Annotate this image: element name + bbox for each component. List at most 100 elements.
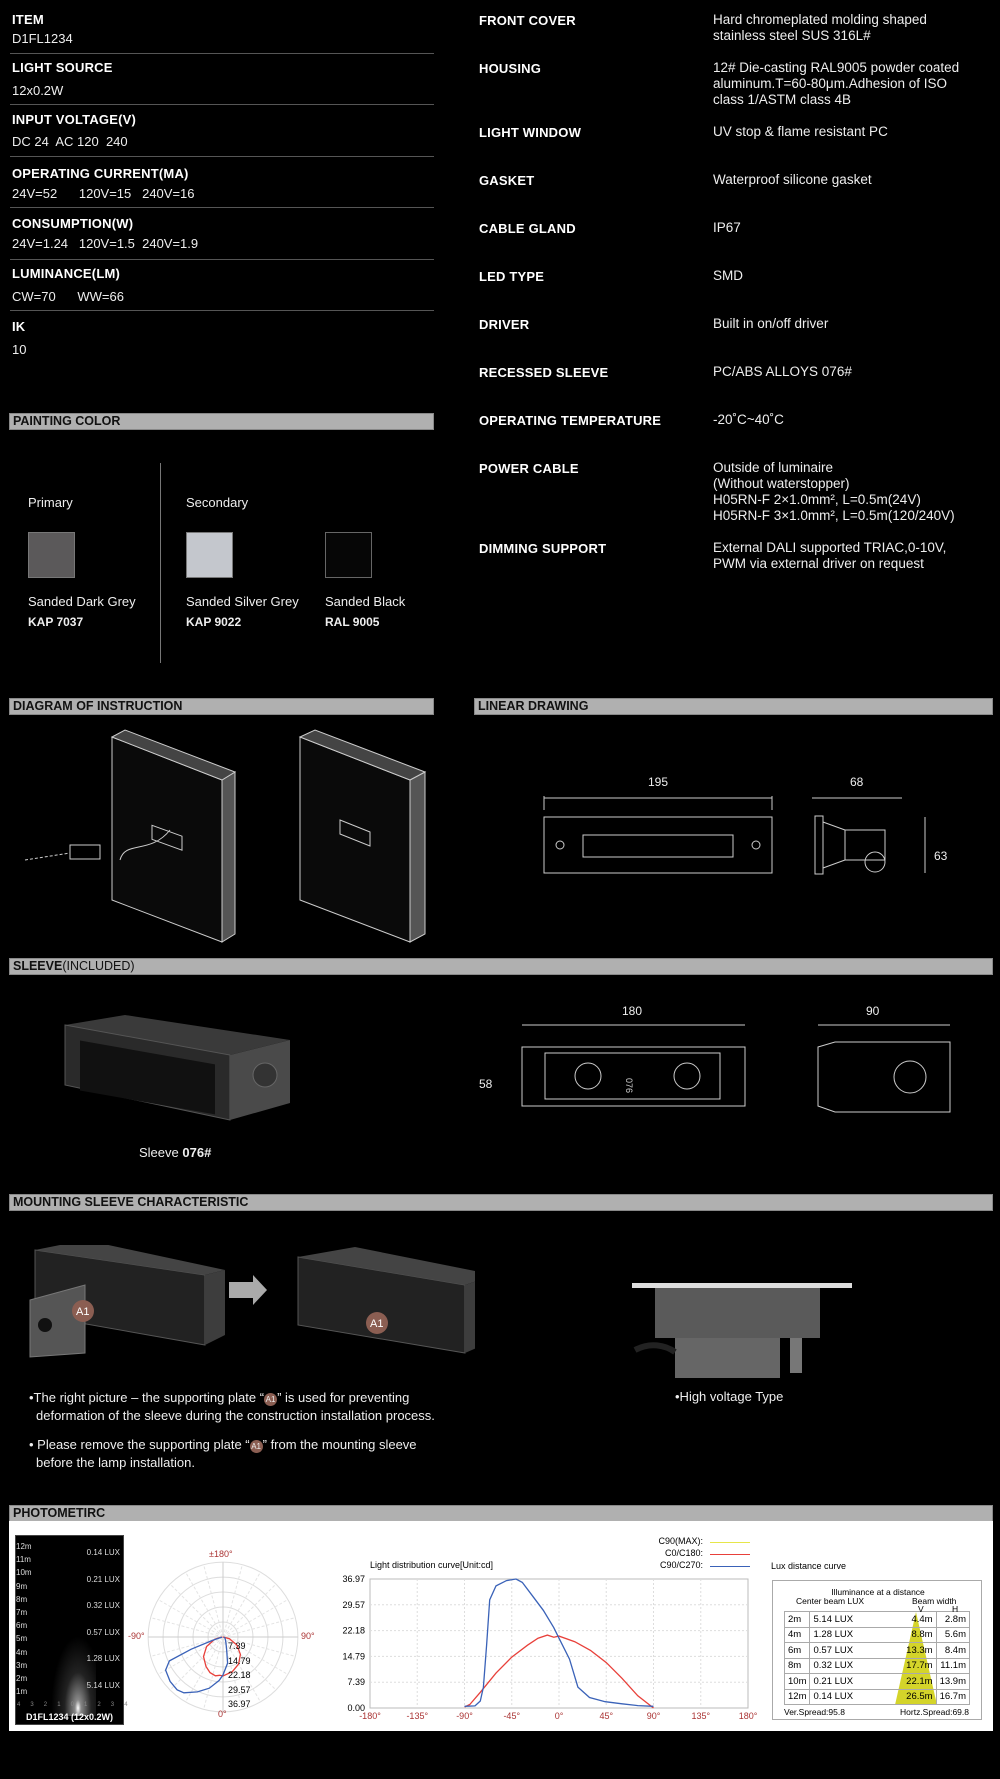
spec-label: ITEM — [12, 12, 44, 27]
legend-label: C90/C270: — [659, 1560, 703, 1570]
lux-cell: 16.7m — [935, 1688, 971, 1705]
spec-label: DIMMING SUPPORT — [479, 541, 607, 556]
caption-code: 076# — [182, 1145, 212, 1160]
spec-label: IK — [12, 319, 26, 334]
series-c90-c270 — [464, 1578, 654, 1707]
color-swatch-silver-grey — [186, 532, 233, 578]
badge-a1: A1 — [264, 1393, 278, 1406]
lux-cell: 22.1m — [903, 1673, 937, 1690]
lux-cell — [867, 1626, 904, 1643]
dim-length: 195 — [648, 775, 669, 789]
distance-label: 4m — [16, 1647, 28, 1657]
x-tick: 2 — [43, 1702, 48, 1708]
secondary-label: Secondary — [186, 495, 249, 510]
x-tick: 2 — [97, 1702, 101, 1708]
lux-label: 5.14 LUX — [86, 1680, 120, 1690]
badge-a1: A1 — [370, 1318, 383, 1330]
hor-spread: Hortz.Spread:69.8 — [900, 1707, 969, 1717]
polar-spoke — [203, 1564, 224, 1638]
badge-a1: A1 — [249, 1440, 263, 1453]
section-linear-drawing: LINEAR DRAWING — [474, 698, 993, 715]
sleeve-dim-height: 58 — [479, 1077, 493, 1091]
lux-cell: 13.9m — [935, 1673, 971, 1690]
legend-label: C90(MAX): — [658, 1536, 703, 1546]
color-swatch-dark-grey — [28, 532, 75, 578]
distance-label: 7m — [16, 1608, 28, 1617]
beam-width-label: Beam width — [912, 1596, 957, 1606]
lux-cell: 6m — [783, 1642, 811, 1659]
distance-label: 11m — [16, 1555, 31, 1565]
spec-label: LIGHT SOURCE — [12, 60, 113, 75]
spec-value: Hard chromeplated molding shaped stainle… — [713, 12, 927, 43]
y-tick-label: 14.79 — [342, 1651, 365, 1661]
divider — [160, 463, 161, 663]
spec-value: 10 — [12, 342, 27, 357]
spec-label: OPERATING CURRENT(MA) — [12, 166, 189, 181]
polar-spoke — [185, 1571, 224, 1638]
spec-label: POWER CABLE — [479, 461, 579, 476]
spec-value: Outside of luminaire (Without waterstopp… — [713, 460, 955, 523]
section-title: PAINTING COLOR — [13, 414, 121, 428]
y-tick-label: 29.57 — [342, 1600, 365, 1610]
spec-label: LUMINANCE(LM) — [12, 266, 121, 281]
mounting-note-1: •The right picture – the supporting plat… — [29, 1389, 435, 1425]
spec-label: LED TYPE — [479, 269, 545, 284]
sleeve-dim-depth: 90 — [866, 1004, 880, 1018]
mounting-note-2: • Please remove the supporting plate “A1… — [29, 1436, 417, 1472]
polar-spoke — [169, 1636, 224, 1691]
polar-left-label: -90° — [128, 1631, 145, 1641]
ring-label: 29.57 — [228, 1684, 251, 1695]
mounting-sleeve-photos: A1 A1 — [29, 1245, 475, 1358]
polar-spoke — [150, 1617, 224, 1638]
section-subtitle: (INCLUDED) — [62, 959, 135, 973]
section-title: DIAGRAM OF INSTRUCTION — [13, 699, 183, 713]
spec-value: 12# Die-casting RAL9005 powder coated al… — [713, 60, 960, 107]
polar-chart — [147, 1561, 299, 1713]
legend-swatch — [710, 1566, 750, 1567]
line-chart-title: Light distribution curve[Unit:cd] — [370, 1560, 494, 1570]
lux-label: 0.21 LUX — [86, 1574, 120, 1584]
ring-label: 7.39 — [228, 1641, 246, 1651]
sleeve-drawing: 076 — [521, 1024, 951, 1113]
spec-label: FRONT COVER — [479, 13, 576, 28]
lux-label: 0.57 LUX — [86, 1627, 120, 1637]
ver-spread: Ver.Spread:95.8 — [784, 1707, 845, 1717]
legend-swatch — [710, 1554, 750, 1555]
lux-curve-title: Lux distance curve — [771, 1561, 847, 1571]
spec-value: 24V=52 120V=15 240V=16 — [12, 186, 195, 201]
ring-label: 14.79 — [228, 1655, 251, 1666]
legend-label: C0/C180: — [664, 1548, 703, 1558]
polar-spoke — [222, 1583, 277, 1638]
spec-value: CW=70 WW=66 — [12, 289, 124, 304]
lux-cell — [867, 1611, 904, 1628]
lux-map-title: D1FL1234 (12x0.2W) — [25, 1712, 114, 1722]
color-code: KAP 9022 — [186, 615, 242, 629]
distance-label: 1m — [16, 1687, 28, 1697]
section-sleeve: SLEEVE(INCLUDED) — [9, 958, 993, 975]
y-tick-label: 0.00 — [347, 1703, 365, 1713]
spec-label: LIGHT WINDOW — [479, 125, 582, 140]
high-voltage-caption: •High voltage Type — [675, 1389, 784, 1404]
x-tick: 4 — [17, 1702, 21, 1708]
wall-finished — [298, 729, 427, 943]
polar-spoke — [185, 1636, 224, 1703]
lux-cell: 0.57 LUX — [809, 1642, 868, 1659]
lux-cell: 12m — [783, 1688, 811, 1705]
sleeve-caption: Sleeve 076# — [139, 1145, 211, 1160]
distance-label: 5m — [16, 1634, 28, 1644]
sleeve-dim-length: 180 — [622, 1004, 643, 1018]
distance-label: 10m — [16, 1568, 32, 1578]
lux-cell: 26.5m — [903, 1688, 937, 1705]
light-distribution-chart: 36.9729.5722.1814.797.390.00-180°-135°-9… — [342, 1575, 757, 1721]
spec-value: 12x0.2W — [12, 83, 64, 98]
divider — [10, 156, 434, 157]
lux-cell: 13.3m — [903, 1642, 937, 1659]
primary-label: Primary — [28, 495, 73, 510]
distance-label: 2m — [16, 1674, 28, 1683]
divider — [10, 207, 434, 208]
note-text: • Please remove the supporting plate “ — [29, 1437, 250, 1452]
